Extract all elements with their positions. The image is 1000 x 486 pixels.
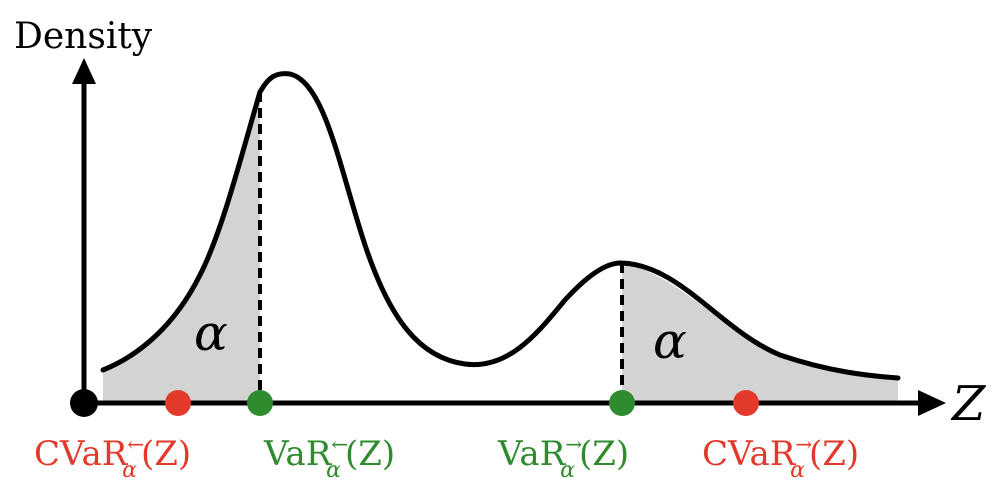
var-left-label-sub: α bbox=[326, 458, 341, 483]
cvar-right-label-base: CVaR bbox=[702, 434, 797, 474]
x-axis-arrowhead bbox=[918, 390, 946, 416]
right-alpha-label: α bbox=[653, 312, 687, 370]
cvar-left-label-arg: (Z) bbox=[141, 434, 191, 474]
cvar-right-label-arg: (Z) bbox=[809, 434, 859, 474]
cvar-right-label: CVaR→α(Z) bbox=[702, 432, 859, 483]
cvar-right-point bbox=[733, 390, 759, 416]
y-axis-arrowhead bbox=[72, 58, 96, 84]
var-right-label-sub: α bbox=[560, 458, 575, 483]
var-right-label-arg: (Z) bbox=[579, 434, 629, 474]
var-right-label-arrow: → bbox=[565, 432, 582, 456]
var-left-label-base: VaR bbox=[263, 434, 333, 474]
x-axis-label: Z bbox=[950, 376, 987, 432]
y-axis-label: Density bbox=[14, 16, 153, 57]
cvar-right-label-sub: α bbox=[790, 458, 805, 483]
var-left-point bbox=[247, 390, 273, 416]
density-curve bbox=[100, 71, 901, 381]
var-left-label-arrow: ← bbox=[331, 432, 348, 456]
right-tail-shade bbox=[622, 263, 898, 403]
cvar-left-label: CVaR←α(Z) bbox=[34, 432, 191, 483]
cvar-right-label-arrow: → bbox=[795, 432, 812, 456]
origin-point bbox=[70, 389, 98, 417]
var-left-label: VaR←α(Z) bbox=[263, 432, 395, 483]
cvar-left-point bbox=[165, 390, 191, 416]
var-right-label: VaR→α(Z) bbox=[497, 432, 629, 483]
var-left-label-arg: (Z) bbox=[345, 434, 395, 474]
left-tail-shade bbox=[103, 92, 260, 403]
cvar-left-label-sub: α bbox=[122, 458, 137, 483]
var-right-point bbox=[609, 390, 635, 416]
cvar-left-label-arrow: ← bbox=[127, 432, 144, 456]
cvar-left-label-base: CVaR bbox=[34, 434, 129, 474]
var-right-label-base: VaR bbox=[497, 434, 567, 474]
left-alpha-label: α bbox=[194, 304, 228, 362]
